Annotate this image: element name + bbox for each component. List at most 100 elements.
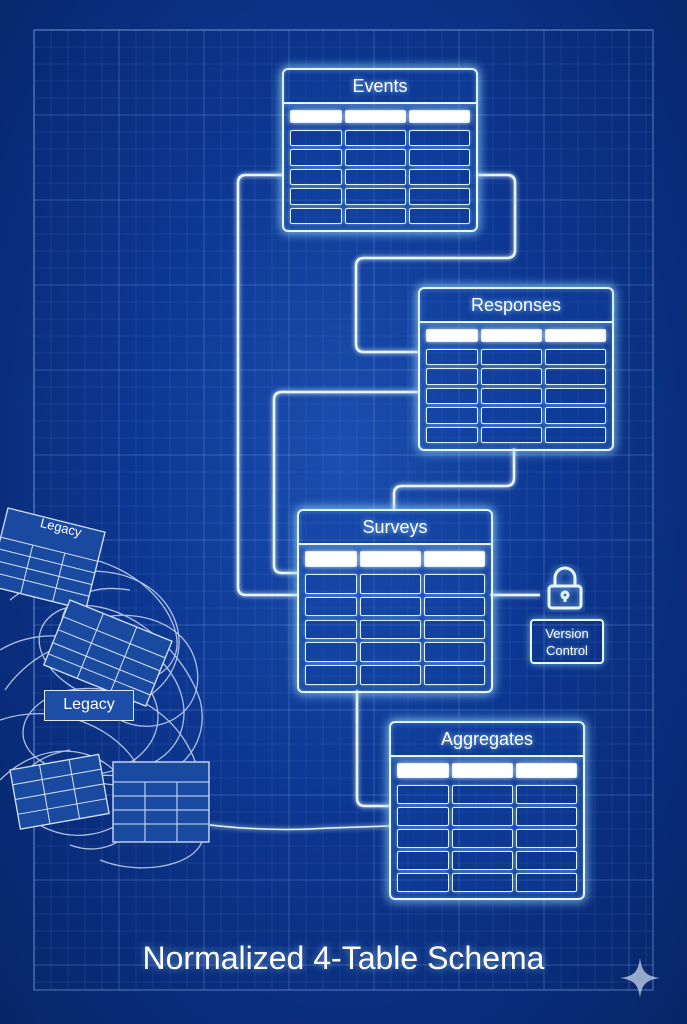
table-cell [452, 807, 514, 826]
table-cell [426, 348, 479, 365]
table-cell [305, 573, 358, 594]
table-cell [305, 642, 358, 663]
table-header-cell [426, 329, 479, 343]
table-responses[interactable]: Responses [418, 287, 614, 451]
table-cell [360, 619, 422, 640]
table-cell [290, 207, 343, 224]
table-title-aggregates: Aggregates [391, 723, 583, 757]
legacy-card-bottom-left [9, 753, 110, 830]
table-cell [545, 387, 606, 404]
table-cell [481, 426, 543, 443]
table-cell [290, 149, 343, 166]
table-cell [409, 188, 470, 205]
table-cell [516, 785, 577, 804]
table-cell [397, 807, 450, 826]
table-cell [290, 188, 343, 205]
table-title-events: Events [284, 70, 476, 104]
table-cell [360, 665, 422, 685]
table-cell [516, 873, 577, 892]
diagram-caption: Normalized 4-Table Schema [142, 940, 545, 976]
link-events-responses [354, 173, 517, 354]
table-grid-surveys [305, 551, 485, 685]
table-header-cell [305, 551, 358, 567]
table-cell [424, 596, 485, 617]
table-header-cell [290, 110, 343, 124]
table-header-cell [360, 551, 422, 567]
table-cell [305, 596, 358, 617]
table-header-cell [397, 763, 450, 779]
table-events[interactable]: Events [282, 68, 478, 232]
table-cell [545, 407, 606, 424]
table-cell [409, 207, 470, 224]
table-cell [424, 665, 485, 685]
version-control-line1: Version [545, 626, 589, 641]
table-cell [452, 829, 514, 848]
table-cell [397, 873, 450, 892]
table-cell [409, 149, 470, 166]
table-cell [426, 426, 479, 443]
table-cell [426, 368, 479, 385]
table-cell [516, 851, 577, 870]
table-cell [345, 207, 407, 224]
table-cell [345, 188, 407, 205]
table-cell [545, 348, 606, 365]
table-cell [481, 387, 543, 404]
link-responses-surveys-2 [392, 448, 516, 510]
table-title-surveys: Surveys [299, 511, 491, 545]
table-cell [516, 807, 577, 826]
table-cell [481, 368, 543, 385]
table-cell [516, 829, 577, 848]
table-cell [290, 129, 343, 146]
table-cell [481, 407, 543, 424]
table-grid-aggregates [397, 763, 577, 892]
link-events-surveys [236, 173, 297, 597]
table-cell [452, 851, 514, 870]
link-legacy-aggregates [209, 824, 390, 831]
table-header-cell [481, 329, 543, 343]
table-cell [481, 348, 543, 365]
version-control-box[interactable]: Version Control [530, 619, 604, 664]
version-control-line2: Control [546, 643, 588, 658]
table-title-responses: Responses [420, 289, 612, 323]
grid-border [33, 29, 654, 991]
table-header-cell [409, 110, 470, 124]
table-cell [409, 129, 470, 146]
table-surveys[interactable]: Surveys [297, 509, 493, 693]
table-cell [397, 785, 450, 804]
sparkle-icon [620, 958, 660, 998]
table-cell [305, 619, 358, 640]
table-cell [345, 168, 407, 185]
table-cell [360, 596, 422, 617]
table-header-cell [424, 551, 485, 567]
table-cell [360, 642, 422, 663]
table-cell [452, 873, 514, 892]
table-cell [345, 129, 407, 146]
table-cell [426, 407, 479, 424]
table-cell [409, 168, 470, 185]
table-cell [424, 642, 485, 663]
legacy-card-bottom-right [112, 761, 210, 843]
link-responses-surveys [272, 390, 418, 575]
table-header-cell [452, 763, 514, 779]
legacy-tag: Legacy [44, 690, 134, 721]
table-cell [290, 168, 343, 185]
link-surveys-aggregates [355, 690, 389, 808]
table-cell [452, 785, 514, 804]
table-grid-events [290, 110, 470, 224]
table-cell [545, 426, 606, 443]
table-cell [424, 573, 485, 594]
table-aggregates[interactable]: Aggregates [389, 721, 585, 900]
table-grid-responses [426, 329, 606, 443]
table-header-cell [516, 763, 577, 779]
table-cell [426, 387, 479, 404]
table-cell [397, 851, 450, 870]
table-header-cell [545, 329, 606, 343]
table-cell [397, 829, 450, 848]
lock-icon [547, 566, 583, 610]
table-cell [424, 619, 485, 640]
table-cell [305, 665, 358, 685]
table-cell [345, 149, 407, 166]
table-cell [545, 368, 606, 385]
